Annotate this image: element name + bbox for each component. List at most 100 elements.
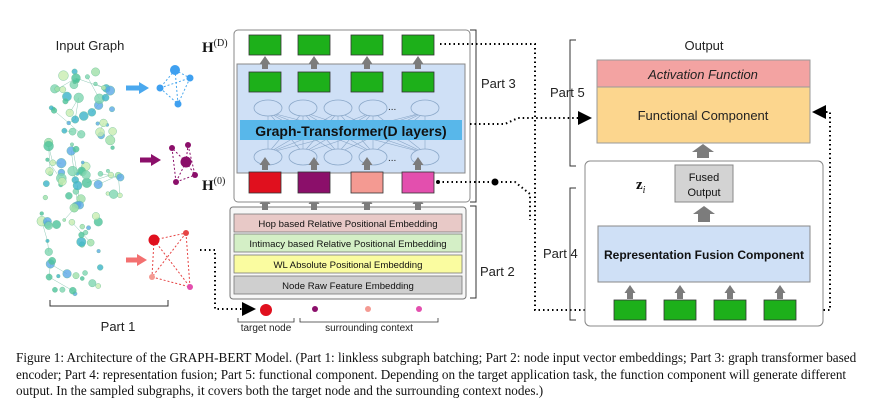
fusion-input-node <box>763 299 797 321</box>
graph-node <box>88 279 97 288</box>
activation-function-label: Activation Function <box>647 67 758 82</box>
hidden-unit <box>288 99 318 117</box>
graph-node <box>39 211 44 216</box>
h-output-node <box>350 34 384 56</box>
part1-bracket <box>49 300 169 307</box>
hd-up-arrow <box>361 56 373 69</box>
fusion-to-fused-arrow <box>693 206 715 222</box>
graph-node <box>62 269 72 279</box>
h0-link-dot <box>436 180 440 184</box>
transformer-band <box>240 120 462 140</box>
part4-bracket <box>569 187 576 321</box>
graph-node <box>45 157 50 162</box>
hd-up-arrow <box>259 56 271 69</box>
graph-node <box>101 85 107 91</box>
target-node-label: target node <box>241 323 292 334</box>
graph-node <box>42 180 50 187</box>
figure-caption: Figure 1: Architecture of the GRAPH-BERT… <box>16 350 857 398</box>
graph-node <box>109 106 115 113</box>
output-label: Output <box>684 38 723 53</box>
graph-node <box>116 173 125 182</box>
graph-node <box>99 118 108 127</box>
part3-label: Part 3 <box>481 76 516 91</box>
graph-node <box>108 189 119 199</box>
graph-node <box>81 177 92 188</box>
fusion-up-arrow <box>674 285 686 299</box>
graph-node <box>105 135 116 146</box>
graph-node <box>108 127 117 136</box>
graph-node <box>68 127 77 136</box>
graph-node <box>68 219 76 226</box>
representation-fusion-box <box>597 225 811 283</box>
graph-node <box>58 70 69 81</box>
surrounding-context-label: surrounding context <box>325 323 413 334</box>
transformer-top-node <box>401 71 435 93</box>
graph-node <box>78 231 85 238</box>
embedding-up-arrow <box>412 196 424 210</box>
graph-node <box>43 140 54 152</box>
wl-embedding-box <box>233 254 463 274</box>
graph-node <box>97 264 104 271</box>
hop-embedding-box <box>233 213 463 233</box>
ellipsis-upper: ... <box>388 102 396 113</box>
graph-node <box>54 86 61 93</box>
graph-node <box>91 212 100 221</box>
hidden-unit <box>410 99 440 117</box>
graph-node <box>44 221 53 230</box>
graph-node <box>86 238 95 247</box>
h0-node <box>297 171 331 194</box>
h0-up-arrow <box>412 157 424 170</box>
fusion-up-arrow <box>624 285 636 299</box>
embedding-up-arrow <box>361 196 373 210</box>
graph-node <box>93 81 98 87</box>
fusion-input-node <box>613 299 647 321</box>
z-i-symbol: zi <box>636 177 646 196</box>
graph-node <box>76 237 87 247</box>
fusion-input-node <box>663 299 697 321</box>
embedding-up-arrow <box>259 196 271 210</box>
transformer-top-node <box>350 71 384 93</box>
graph-node <box>45 167 54 176</box>
fusion-input-nodes <box>613 285 797 321</box>
ellipsis-lower: ... <box>388 153 396 164</box>
part2-label: Part 2 <box>480 264 515 279</box>
transformer-label: Graph-Transformer(D layers) <box>255 123 446 139</box>
intimacy-embedding-label: Intimacy based Relative Positional Embed… <box>249 239 446 250</box>
graph-node <box>45 273 53 281</box>
transformer-top-node <box>248 71 282 93</box>
graph-node <box>101 93 110 102</box>
hd-up-arrow <box>412 56 424 69</box>
transformer-top-node <box>297 71 331 93</box>
hd-up-arrow <box>308 56 320 69</box>
subgraph-red <box>126 230 193 290</box>
graph-node <box>65 108 74 117</box>
graph-node <box>79 223 85 230</box>
subgraph-purple <box>140 142 198 185</box>
hidden-unit <box>253 99 283 117</box>
graph-node <box>117 192 123 199</box>
graph-node <box>62 98 69 105</box>
context-node-pink <box>416 306 422 312</box>
functional-component-box <box>596 86 811 144</box>
fusion-up-arrow <box>724 285 736 299</box>
graph-node <box>80 160 85 165</box>
graph-node <box>79 276 85 281</box>
h0-node <box>248 171 282 194</box>
h-output-node <box>401 34 435 56</box>
graph-node <box>67 165 78 177</box>
graph-node <box>44 247 53 256</box>
target-node-dot <box>260 304 272 316</box>
graph-node <box>86 225 91 231</box>
graph-node <box>110 145 115 150</box>
graph-node <box>87 108 97 117</box>
graph-edge <box>48 276 73 291</box>
subgraph-blue <box>126 65 194 108</box>
target-node-bracket <box>237 318 295 323</box>
graph-node <box>93 179 103 189</box>
graph-node <box>72 272 80 280</box>
graph-node <box>48 105 54 111</box>
graph-node <box>65 192 73 200</box>
fusion-up-arrow <box>774 285 786 299</box>
input-graph-network <box>36 67 125 297</box>
